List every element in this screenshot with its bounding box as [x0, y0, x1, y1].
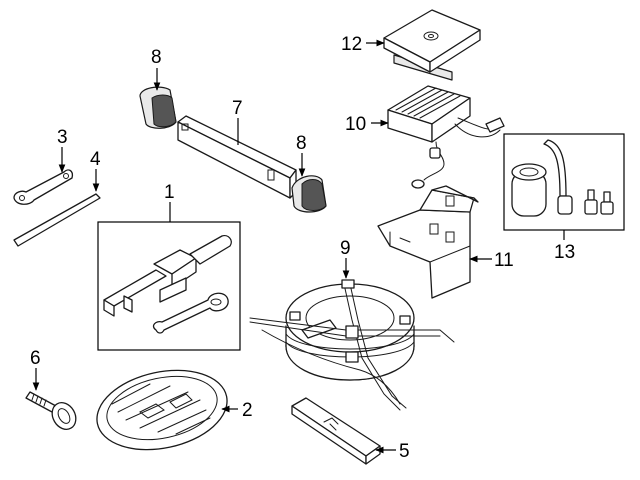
part-3-wrench — [13, 169, 74, 205]
callout-3: 3 — [57, 127, 68, 148]
callout-10: 10 — [345, 114, 366, 135]
callout-9: 9 — [340, 238, 351, 259]
part-11-bracket — [377, 185, 479, 299]
callout-12: 12 — [341, 34, 362, 55]
part-12-cover — [383, 9, 481, 81]
part-13-kit — [503, 133, 625, 231]
callout-4: 4 — [90, 149, 101, 170]
part-4-rod — [13, 193, 101, 247]
callout-13: 13 — [554, 242, 575, 263]
callout-8-upper: 8 — [151, 47, 162, 68]
callout-2: 2 — [242, 400, 253, 421]
callout-6: 6 — [30, 348, 41, 369]
part-6-eye-bolt — [25, 391, 77, 430]
part-8-cap-upper — [139, 86, 177, 129]
part-2-tray — [96, 369, 228, 451]
part-7-bar — [177, 115, 297, 199]
part-10-module — [387, 85, 505, 189]
callout-7: 7 — [232, 98, 243, 119]
part-1-jack-kit — [97, 221, 241, 351]
part-8-cap-lower — [291, 175, 327, 213]
part-9-spare-wheel — [249, 279, 455, 411]
callout-8-lower: 8 — [296, 133, 307, 154]
callout-5: 5 — [399, 441, 410, 462]
part-5-block — [291, 397, 381, 465]
callout-1: 1 — [164, 182, 175, 203]
callout-11: 11 — [494, 250, 514, 271]
